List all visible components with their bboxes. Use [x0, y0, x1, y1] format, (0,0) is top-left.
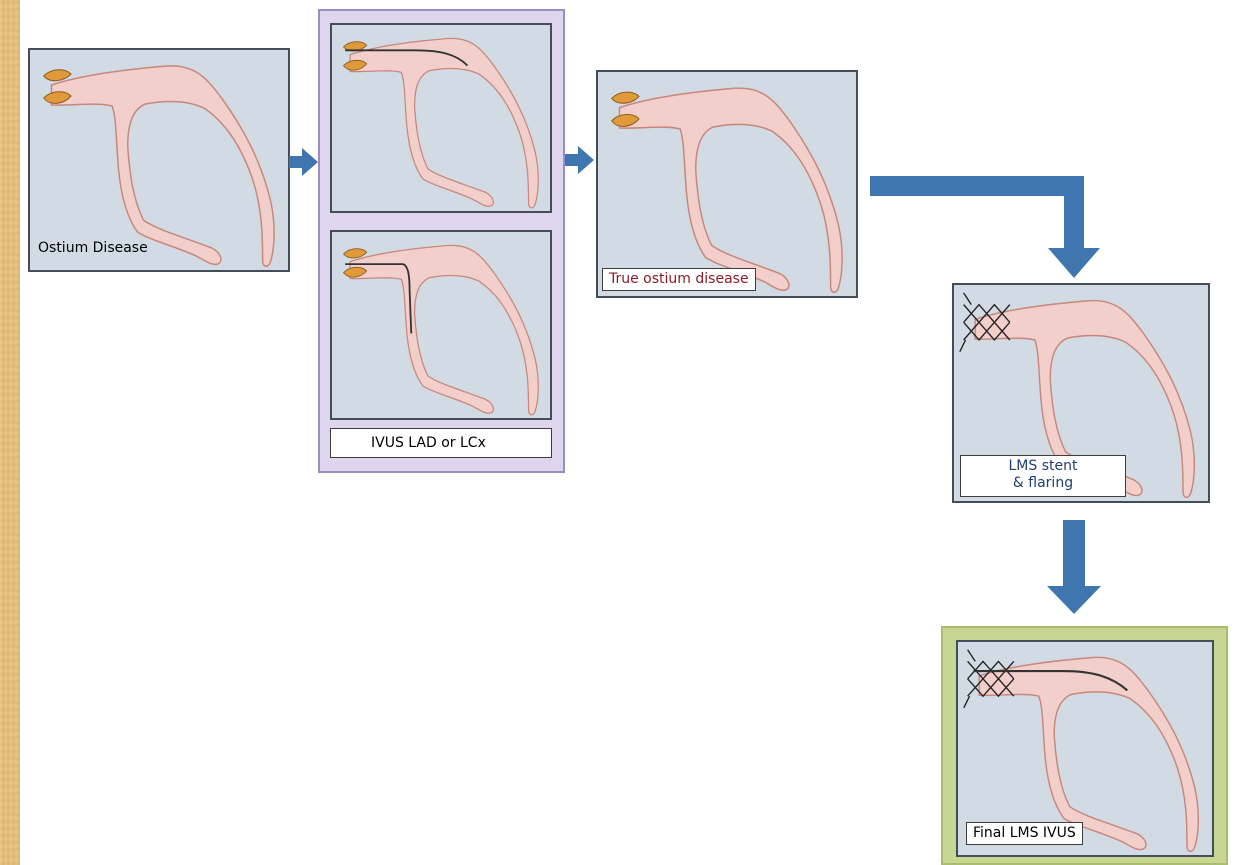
true-ostium-disease-panel: True ostium disease	[596, 70, 858, 298]
final-lms-ivus-label: Final LMS IVUS	[966, 822, 1083, 845]
lms-stent-label-line1: LMS stent	[1008, 458, 1078, 474]
final-lms-ivus-panel: Final LMS IVUS	[956, 640, 1214, 857]
lms-stent-label: LMS stent & flaring	[960, 455, 1126, 497]
ivus-catheter-lad	[345, 49, 469, 67]
coronary-vessel-drawing	[332, 232, 550, 418]
ostium-disease-label: Ostium Disease	[38, 240, 148, 256]
ivus-lad-or-lcx-label: IVUS LAD or LCx	[330, 428, 552, 458]
coronary-vessel-drawing	[598, 72, 856, 296]
coronary-vessel-drawing	[30, 50, 288, 270]
ivus-lcx-panel	[330, 230, 552, 420]
coronary-vessel-drawing	[958, 642, 1212, 855]
ivus-catheter-final	[973, 669, 1129, 692]
lms-stent-panel: LMS stent & flaring	[952, 283, 1210, 503]
coronary-vessel-drawing	[332, 25, 550, 211]
ivus-lad-panel	[330, 23, 552, 213]
lms-stent-label-line2: & flaring	[1012, 475, 1074, 491]
ostium-disease-panel: Ostium Disease	[28, 48, 290, 272]
ivus-catheter-lcx	[345, 263, 413, 334]
true-ostium-disease-label: True ostium disease	[602, 268, 756, 291]
